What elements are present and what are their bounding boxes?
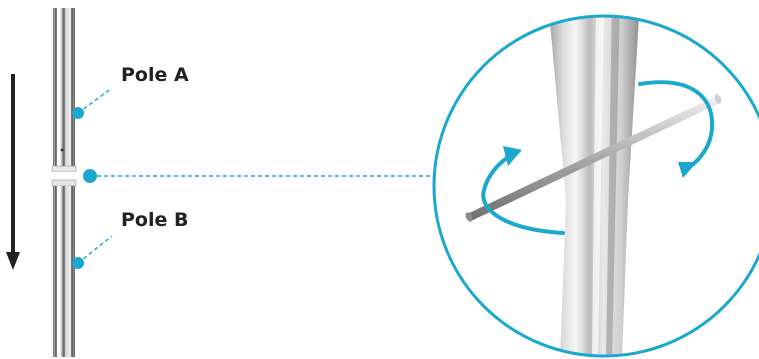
pole-b-callout bbox=[72, 236, 112, 269]
pole-a-callout bbox=[72, 88, 112, 119]
arrow-down-icon bbox=[6, 74, 20, 270]
pole-b-label: Pole B bbox=[121, 209, 188, 231]
pole-b bbox=[52, 180, 76, 357]
pole-joint bbox=[50, 172, 78, 180]
zoom-detail bbox=[434, 0, 759, 359]
pole-a bbox=[52, 8, 76, 172]
joint-callout bbox=[83, 169, 434, 183]
pole-a-label: Pole A bbox=[121, 64, 189, 86]
